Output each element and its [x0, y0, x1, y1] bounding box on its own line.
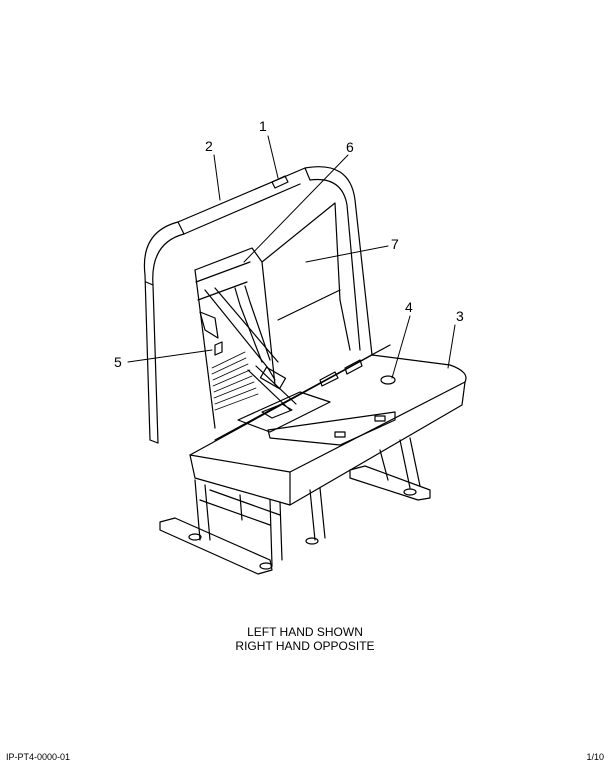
callout-3: 3 [456, 308, 464, 324]
figure-caption: LEFT HAND SHOWN RIGHT HAND OPPOSITE [200, 625, 410, 653]
page-number: 1/10 [586, 752, 604, 762]
seat-back-shell [143, 166, 373, 444]
callout-7: 7 [391, 236, 399, 252]
seat-back-face [194, 202, 351, 429]
callout-6: 6 [346, 139, 354, 155]
callout-4: 4 [405, 299, 413, 315]
buckle-plate [237, 391, 396, 446]
seat-frame [194, 437, 421, 566]
caption-line-1: LEFT HAND SHOWN [247, 625, 363, 639]
figure-id: IP-PT4-0000-01 [6, 752, 71, 762]
seat-belt [199, 285, 297, 411]
callout-2: 2 [205, 138, 213, 154]
leader-lines [127, 135, 456, 379]
belt-clips [319, 359, 396, 387]
mounting-rails [159, 465, 431, 575]
side-fitting [214, 341, 223, 356]
caption-line-2: RIGHT HAND OPPOSITE [235, 639, 375, 653]
back-slats [211, 351, 259, 411]
callout-5: 5 [114, 354, 122, 370]
grab-handle [271, 175, 289, 189]
seat-cushion [189, 344, 467, 506]
callout-1: 1 [259, 118, 267, 134]
